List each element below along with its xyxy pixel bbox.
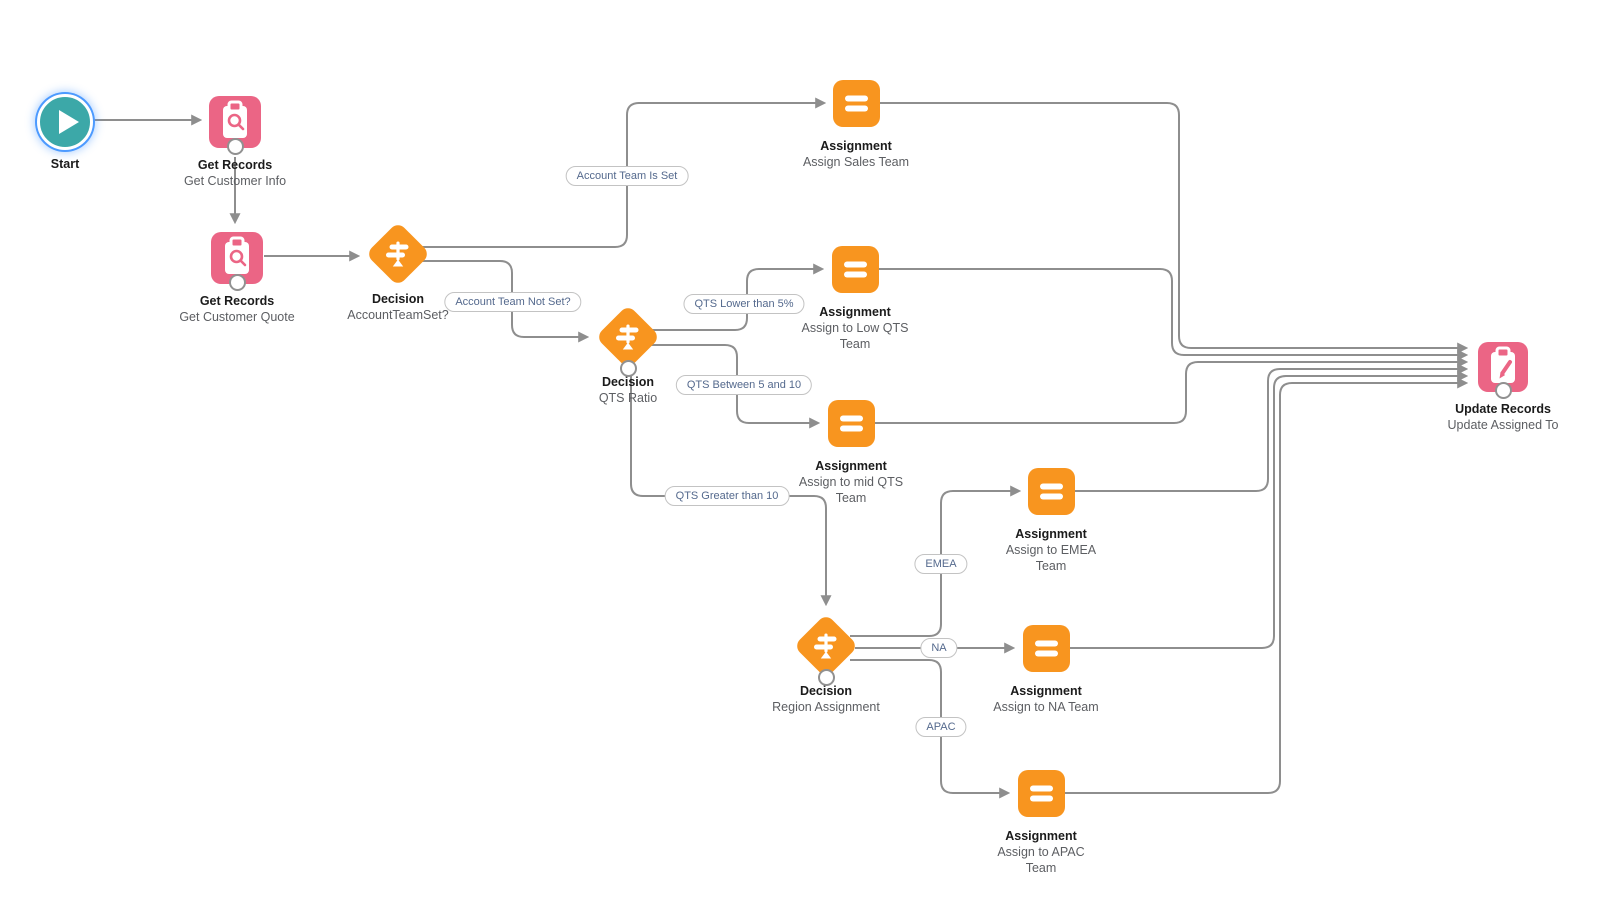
connector-port[interactable]	[818, 669, 835, 686]
node-title: Get Records	[197, 158, 273, 172]
connector-label-text: QTS Between 5 and 10	[686, 379, 802, 391]
connector-port[interactable]	[229, 274, 246, 291]
connector-port[interactable]	[1495, 382, 1512, 399]
connector-label-e-account-sales[interactable]: Account Team Is Set	[565, 166, 689, 186]
decision-diamond	[793, 613, 859, 679]
connector-e-sales-update[interactable]	[878, 102, 1469, 354]
get-records-box	[211, 232, 263, 291]
connector-port[interactable]	[620, 360, 637, 377]
connector-label-text: Account Team Is Set	[576, 170, 678, 182]
assignment-box	[1022, 624, 1070, 672]
node-title: Assignment	[820, 138, 892, 153]
node-subtitle: Assign to APAC Team	[997, 844, 1085, 875]
equals-icon	[1039, 483, 1063, 499]
node-subtitle: AccountTeamSet?	[347, 308, 449, 322]
start-circle	[37, 94, 93, 150]
connector-label-text: APAC	[926, 721, 956, 733]
connector-e-na-update[interactable]	[1068, 370, 1469, 649]
equals-icon	[844, 95, 868, 111]
get-records-box	[209, 96, 261, 155]
connector-label-text: EMEA	[925, 558, 957, 570]
node-title: Start	[50, 157, 80, 171]
connector-e-low-update[interactable]	[877, 268, 1469, 361]
node-subtitle: Update Assigned To	[1447, 418, 1559, 432]
connector-e-apac-update[interactable]	[1063, 377, 1469, 794]
node-title: Assignment	[819, 304, 891, 319]
node-subtitle: Assign to mid QTS Team	[798, 474, 904, 505]
equals-icon	[843, 261, 867, 277]
connector-label-text: QTS Greater than 10	[675, 490, 779, 502]
connector-label-e-qts-low[interactable]: QTS Lower than 5%	[683, 294, 805, 314]
connector-label-text: QTS Lower than 5%	[694, 298, 794, 310]
node-subtitle: Assign Sales Team	[802, 154, 910, 169]
clipboard-pencil-icon	[1491, 346, 1515, 383]
connector-label-e-region-emea[interactable]: EMEA	[914, 554, 968, 574]
node-title: Assignment	[1010, 683, 1082, 698]
node-title: Update Records	[1455, 402, 1551, 416]
assignment-box	[832, 79, 880, 127]
signpost-icon	[814, 633, 837, 659]
assignment-box	[827, 399, 875, 447]
node-title: Decision	[601, 375, 655, 389]
decision-diamond	[365, 221, 431, 287]
connector-label-text: Account Team Not Set?	[455, 296, 571, 308]
assignment-box	[1017, 769, 1065, 817]
equals-icon	[1029, 785, 1053, 801]
connector-e-mid-update[interactable]	[873, 356, 1469, 424]
node-subtitle: Get Customer Info	[183, 174, 287, 188]
node-title: Assignment	[1015, 526, 1087, 541]
assignment-box	[1027, 467, 1075, 515]
clipboard-search-icon	[223, 100, 247, 138]
node-subtitle: QTS Ratio	[598, 391, 658, 405]
connector-label-e-qts-region[interactable]: QTS Greater than 10	[664, 486, 790, 506]
flow-node-start[interactable]: Start	[0, 92, 140, 172]
signpost-icon	[386, 241, 409, 267]
update-records-box	[1478, 342, 1528, 399]
node-title: Get Records	[199, 294, 275, 308]
node-subtitle: Assign to Low QTS Team	[801, 320, 909, 351]
assignment-box	[831, 245, 879, 293]
node-subtitle: Region Assignment	[772, 700, 880, 714]
play-icon	[59, 110, 79, 134]
signpost-icon	[616, 324, 639, 350]
node-title: Assignment	[1005, 828, 1077, 843]
equals-icon	[839, 415, 863, 431]
clipboard-search-icon	[225, 236, 249, 274]
decision-diamond	[595, 304, 661, 370]
node-title: Decision	[799, 684, 853, 698]
node-subtitle: Get Customer Quote	[179, 310, 295, 324]
node-subtitle: Assign to NA Team	[993, 699, 1099, 714]
equals-icon	[1034, 640, 1058, 656]
connector-label-e-region-na[interactable]: NA	[920, 638, 958, 658]
connector-label-text: NA	[931, 642, 947, 654]
node-subtitle: Assign to EMEA Team	[1005, 542, 1097, 573]
connector-e-emea-update[interactable]	[1073, 363, 1469, 492]
connector-label-e-account-qts[interactable]: Account Team Not Set?	[444, 292, 582, 312]
node-title: Decision	[371, 292, 425, 306]
connector-label-e-qts-mid[interactable]: QTS Between 5 and 10	[675, 375, 813, 395]
connector-label-e-region-apac[interactable]: APAC	[915, 717, 967, 737]
connector-port[interactable]	[227, 138, 244, 155]
node-title: Assignment	[815, 458, 887, 473]
